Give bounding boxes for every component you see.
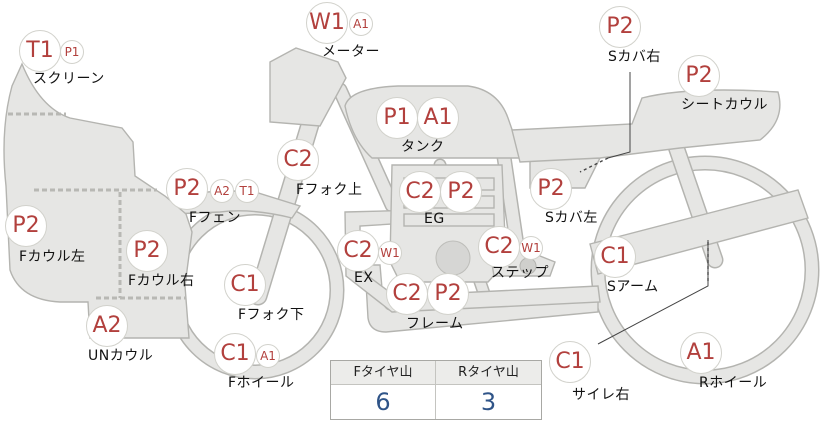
part-label-rear-wheel: Rホイール [699, 375, 768, 391]
grade-tag-meter-2: A1 [349, 12, 373, 36]
grade-tag-tank-1: P1 [376, 97, 418, 139]
grade-tag-front-fork-upper: C2 [277, 139, 319, 181]
part-label-front-fender: Fフェン [189, 210, 242, 226]
grade-tag-side-cover-left: P2 [530, 168, 572, 210]
grade-tag-rear-wheel: A1 [680, 332, 722, 374]
part-label-tank: タンク [401, 139, 445, 155]
part-label-side-cover-left: Sカバ左 [545, 210, 598, 226]
front-tire-header: Fタイヤ山 [331, 361, 436, 385]
grade-tag-exhaust-1: C2 [337, 230, 379, 272]
grade-tag-front-fork-lower: C1 [224, 264, 266, 306]
grade-tag-screen-1: T1 [19, 30, 61, 72]
grade-tag-front-cowl-right: P2 [126, 230, 168, 272]
rear-tire-header: Rタイヤ山 [436, 361, 541, 385]
seat-cowl-shape [511, 89, 781, 163]
part-label-front-cowl-right: Fカウル右 [128, 273, 195, 289]
grade-tag-step-2: W1 [519, 236, 543, 260]
rear-tire-value: 3 [480, 388, 497, 416]
leader-side-cover-right [607, 72, 631, 159]
part-label-front-fork-upper: Fフォク上 [296, 182, 363, 198]
grade-tag-front-wheel-1: C1 [214, 333, 256, 375]
part-label-screen: スクリーン [33, 71, 105, 87]
part-label-side-cover-right: Sカバ右 [608, 49, 661, 65]
grade-tag-front-wheel-2: A1 [256, 344, 280, 368]
grade-tag-frame-1: C2 [386, 273, 428, 315]
grade-tag-exhaust-2: W1 [378, 241, 402, 265]
grade-tag-front-fender-3: T1 [235, 179, 259, 203]
part-label-silencer-right: サイレ右 [572, 387, 630, 403]
part-label-under-cowl: UNカウル [88, 348, 154, 364]
grade-tag-step-1: C2 [478, 226, 520, 268]
grade-tag-seat-cowl: P2 [678, 55, 720, 97]
part-label-front-fork-lower: Fフォク下 [238, 307, 305, 323]
part-label-engine: EG [424, 211, 445, 227]
grade-tag-engine-2: P2 [440, 171, 482, 213]
grade-tag-under-cowl: A2 [86, 305, 128, 347]
part-label-front-cowl-left: Fカウル左 [19, 249, 86, 265]
part-label-front-wheel: Fホイール [228, 375, 295, 391]
grade-tag-side-cover-right: P2 [599, 6, 641, 48]
part-label-step: ステップ [491, 265, 549, 281]
part-label-meter: メーター [322, 44, 380, 60]
part-label-exhaust: EX [354, 270, 374, 286]
front-tire-value: 6 [331, 385, 436, 419]
part-label-seat-cowl: シートカウル [681, 97, 768, 113]
grade-tag-silencer-right: C1 [549, 341, 591, 383]
grade-tag-front-cowl-left: P2 [5, 205, 47, 247]
grade-tag-engine-1: C2 [399, 171, 441, 213]
meter-shape [269, 47, 347, 127]
grade-tag-tank-2: A1 [417, 97, 459, 139]
leader-side-cover-right-dash [579, 157, 609, 173]
part-label-swingarm: Sアーム [607, 279, 659, 295]
grade-tag-front-fender-1: P2 [166, 168, 208, 210]
tire-tread-table: Fタイヤ山 Rタイヤ山 6 3 [330, 360, 542, 420]
grade-tag-swingarm: C1 [594, 236, 636, 278]
grade-tag-screen-2: P1 [60, 40, 84, 64]
part-label-frame: フレーム [406, 316, 464, 332]
grade-tag-front-fender-2: A2 [210, 179, 234, 203]
grade-tag-frame-2: P2 [427, 273, 469, 315]
grade-tag-meter-1: W1 [306, 2, 348, 44]
